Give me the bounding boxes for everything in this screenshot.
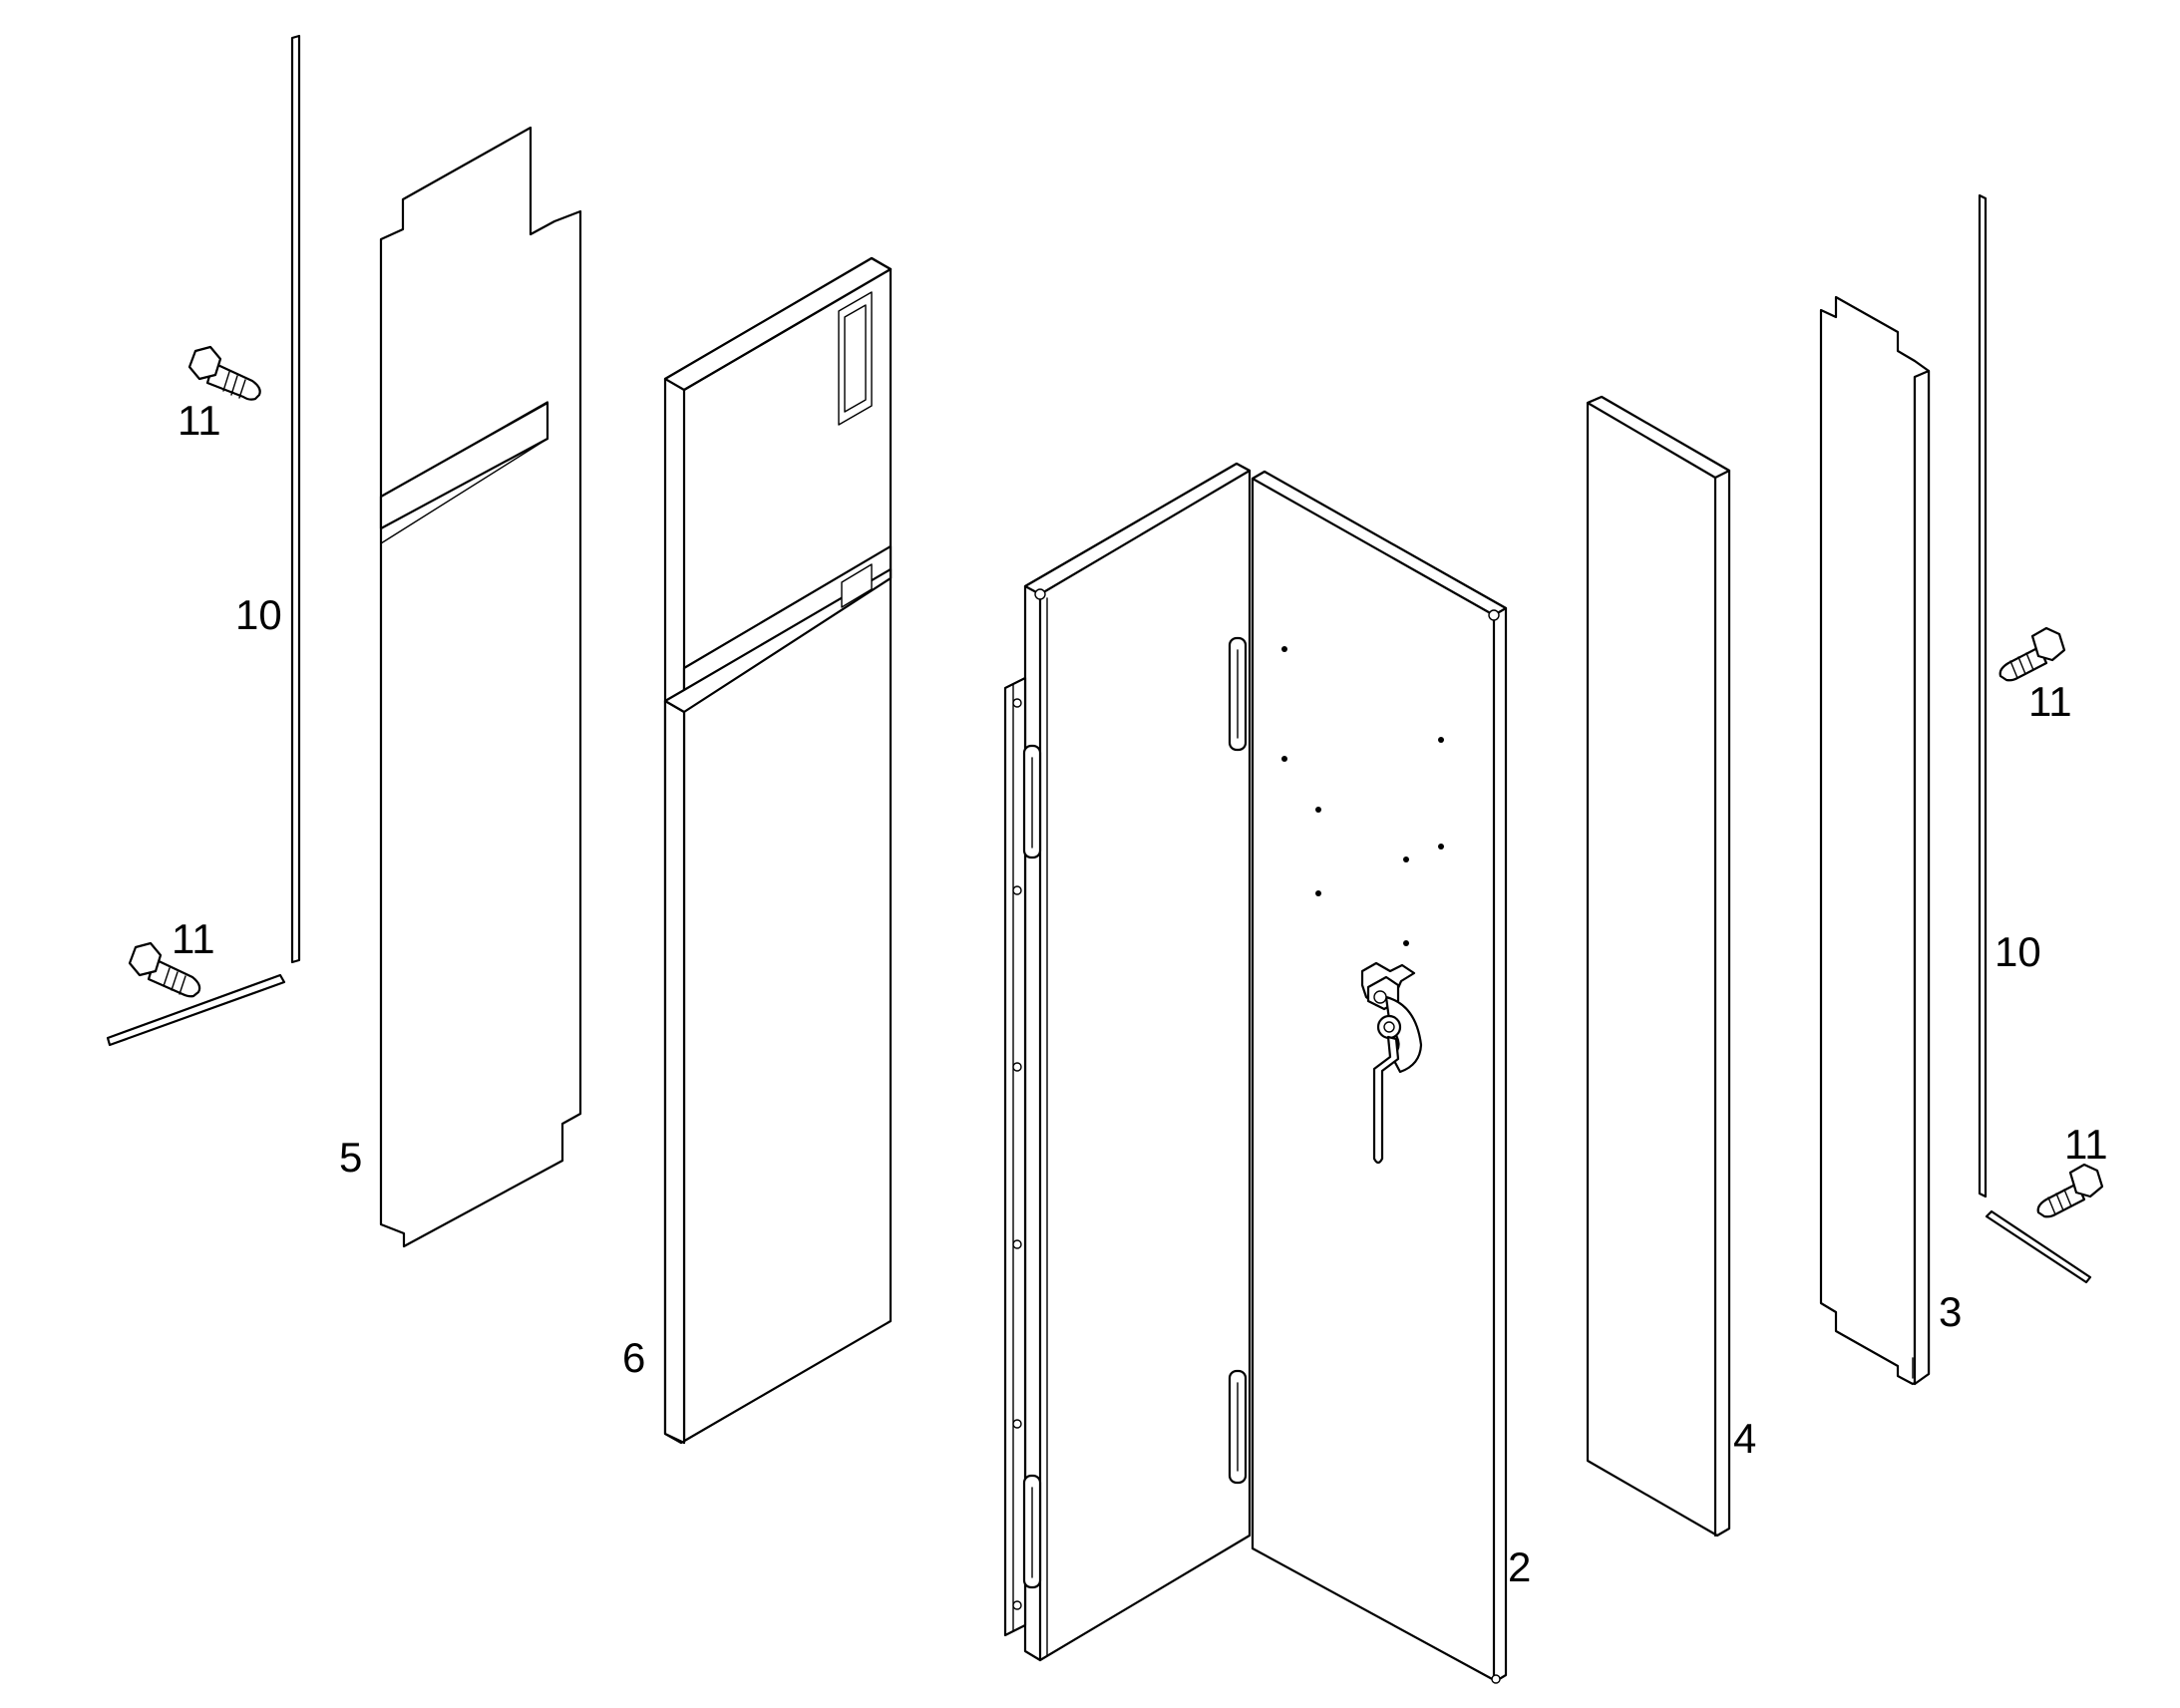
part-6-foam-panel	[663, 256, 893, 1445]
part-11-screw-top-right	[1998, 626, 2066, 682]
part-2-door-assembly	[1003, 462, 1508, 1684]
callout-5: 5	[339, 1134, 362, 1181]
part-11-screw-top-left	[187, 345, 261, 401]
callout-6: 6	[622, 1334, 645, 1381]
part-4-foam-strip	[1586, 395, 1731, 1537]
part-11-screw-bottom-right	[2036, 1163, 2104, 1218]
callout-11-bottom-left: 11	[172, 915, 215, 962]
callout-10-left: 10	[235, 591, 282, 638]
callout-11-top-right: 11	[2028, 678, 2072, 725]
callout-11-top-left: 11	[178, 397, 221, 444]
latch-handle-icon	[1360, 961, 1423, 1165]
part-3-gasket-panel	[1819, 295, 1931, 1386]
callout-3: 3	[1939, 1288, 1962, 1335]
part-10-right-seal-strip	[1978, 193, 2092, 1284]
callout-2: 2	[1508, 1543, 1531, 1590]
part-5-panel	[379, 126, 582, 1248]
part-10-left-seal-strip	[106, 34, 301, 1047]
callout-11-bottom-right: 11	[2064, 1121, 2108, 1168]
callout-10-right: 10	[1995, 928, 2041, 975]
callout-4: 4	[1733, 1415, 1756, 1462]
part-11-screw-bottom-left	[128, 941, 201, 998]
